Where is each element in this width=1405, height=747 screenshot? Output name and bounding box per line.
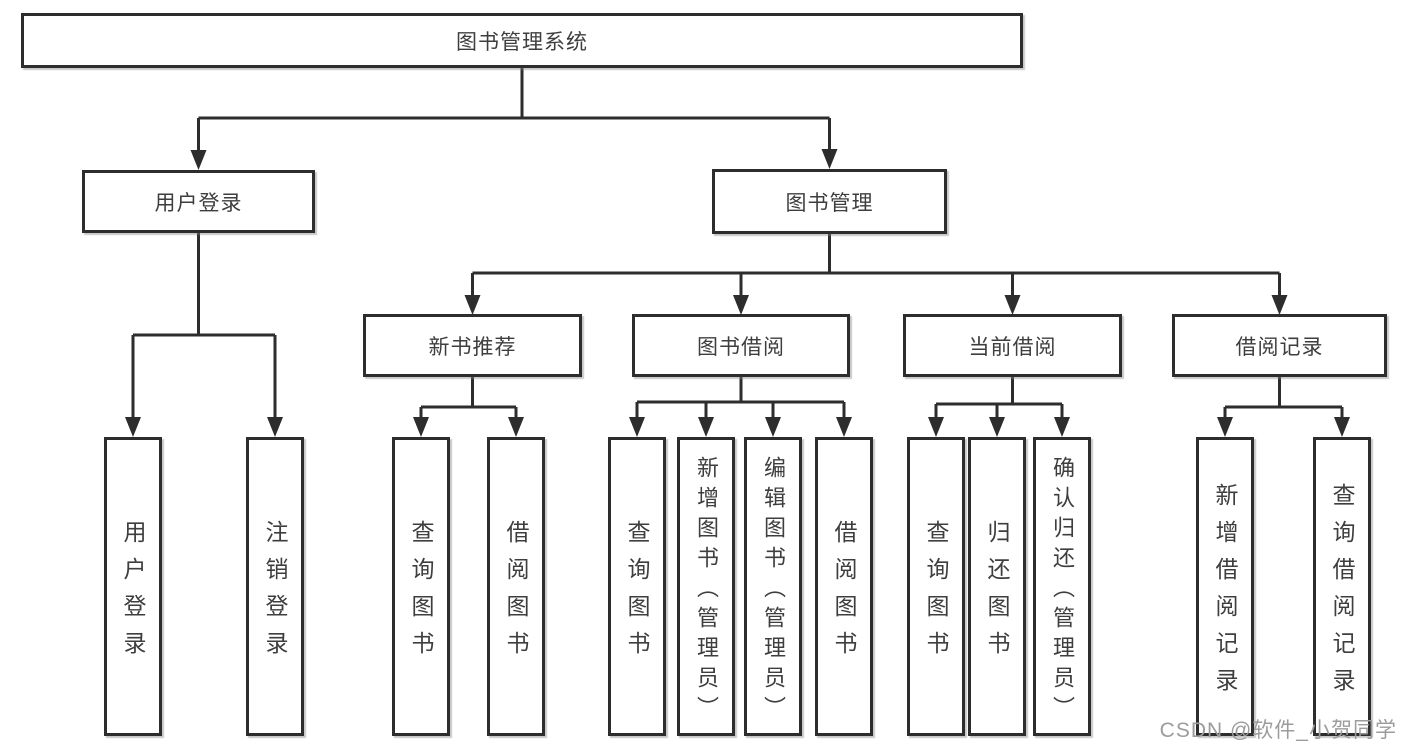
watermark: CSDN @软件_小贺同学 — [1159, 719, 1397, 742]
leaf-borrow-edit-books-admin: 编辑图书（管理员） — [744, 437, 802, 736]
node-current-borrow-label: 当前借阅 — [968, 335, 1057, 359]
leaf-current-return-books: 归还图书 — [968, 437, 1026, 736]
leaf-logout-label: 注销登录 — [262, 519, 288, 668]
leaf-current-return-books-label: 归还图书 — [984, 519, 1010, 668]
node-user-login-label: 用户登录 — [154, 191, 243, 215]
node-current-borrow: 当前借阅 — [903, 314, 1122, 377]
leaf-current-confirm-return-admin-label: 确认归还（管理员） — [1050, 455, 1075, 726]
leaf-borrow-edit-books-admin-label: 编辑图书（管理员） — [761, 455, 786, 726]
leaf-rec-query-books: 查询图书 — [392, 437, 450, 736]
leaf-borrow-add-books-admin: 新增图书（管理员） — [677, 437, 735, 736]
leaf-borrow-borrow-books-label: 借阅图书 — [831, 519, 857, 668]
arrowheads — [125, 149, 1350, 437]
node-book-management: 图书管理 — [712, 169, 947, 234]
leaf-current-query-books-label: 查询图书 — [923, 519, 949, 668]
leaf-current-confirm-return-admin: 确认归还（管理员） — [1033, 437, 1091, 736]
leaf-user-login: 用户登录 — [104, 437, 162, 736]
node-new-book-recommend-label: 新书推荐 — [428, 335, 517, 359]
node-borrow-records-label: 借阅记录 — [1235, 335, 1324, 359]
leaf-rec-borrow-books-label: 借阅图书 — [503, 519, 529, 668]
node-root: 图书管理系统 — [21, 13, 1023, 68]
leaf-rec-borrow-books: 借阅图书 — [487, 437, 545, 736]
leaf-borrow-query-books: 查询图书 — [608, 437, 666, 736]
leaf-records-add: 新增借阅记录 — [1196, 437, 1254, 736]
node-new-book-recommend: 新书推荐 — [363, 314, 582, 377]
node-user-login: 用户登录 — [82, 170, 315, 233]
node-book-borrow: 图书借阅 — [632, 314, 850, 377]
leaf-records-query: 查询借阅记录 — [1313, 437, 1371, 736]
leaf-borrow-query-books-label: 查询图书 — [624, 519, 650, 668]
leaf-rec-query-books-label: 查询图书 — [408, 519, 434, 668]
leaf-borrow-add-books-admin-label: 新增图书（管理员） — [694, 455, 719, 726]
leaf-user-login-label: 用户登录 — [120, 519, 146, 668]
leaf-current-query-books: 查询图书 — [907, 437, 965, 736]
node-book-borrow-label: 图书借阅 — [697, 335, 785, 359]
leaf-logout: 注销登录 — [246, 437, 304, 736]
leaf-records-query-label: 查询借阅记录 — [1329, 482, 1355, 705]
node-borrow-records: 借阅记录 — [1172, 314, 1387, 377]
node-book-management-label: 图书管理 — [785, 191, 874, 215]
leaf-records-add-label: 新增借阅记录 — [1212, 482, 1238, 705]
leaf-borrow-borrow-books: 借阅图书 — [815, 437, 873, 736]
node-root-label: 图书管理系统 — [456, 30, 588, 54]
